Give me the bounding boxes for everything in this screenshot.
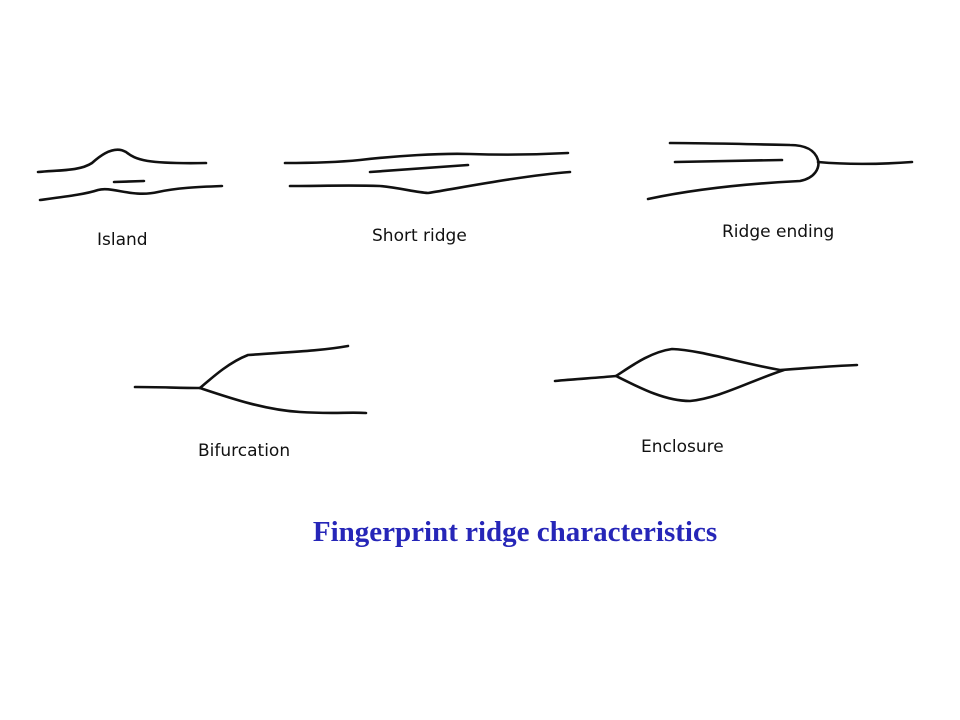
bifurcation-label: Bifurcation bbox=[198, 441, 291, 461]
enclosure-label: Enclosure bbox=[641, 437, 724, 457]
short-ridge-middle-ridge bbox=[368, 163, 470, 174]
short-ridge-label: Short ridge bbox=[372, 226, 467, 246]
short-ridge-top-ridge bbox=[283, 151, 570, 165]
island-label: Island bbox=[97, 230, 148, 250]
diagram-caption: Fingerprint ridge characteristics bbox=[312, 516, 718, 548]
island-drawing bbox=[36, 148, 224, 202]
bifurcation-lower-branch bbox=[198, 386, 368, 415]
island-bottom-ridge bbox=[38, 184, 224, 202]
bifurcation-drawing bbox=[133, 344, 368, 415]
ridge-ending-label: Ridge ending bbox=[722, 222, 835, 242]
island-top-ridge bbox=[36, 148, 208, 174]
ridge-ending-tail-ridge bbox=[816, 160, 914, 166]
enclosure-lower-ridge bbox=[614, 368, 786, 403]
ridge-ending-inner-ridge bbox=[673, 158, 784, 164]
bifurcation-upper-branch bbox=[198, 344, 350, 390]
ridge-ending-outer-ridge bbox=[646, 141, 820, 201]
island-dot-ridge bbox=[112, 179, 146, 184]
ridge-ending-drawing bbox=[646, 141, 914, 201]
bifurcation-stem-ridge bbox=[133, 385, 202, 390]
short-ridge-bottom-ridge bbox=[288, 170, 572, 195]
enclosure-drawing bbox=[553, 347, 859, 403]
enclosure-outer-ridge bbox=[553, 347, 859, 383]
short-ridge-drawing bbox=[283, 151, 572, 195]
